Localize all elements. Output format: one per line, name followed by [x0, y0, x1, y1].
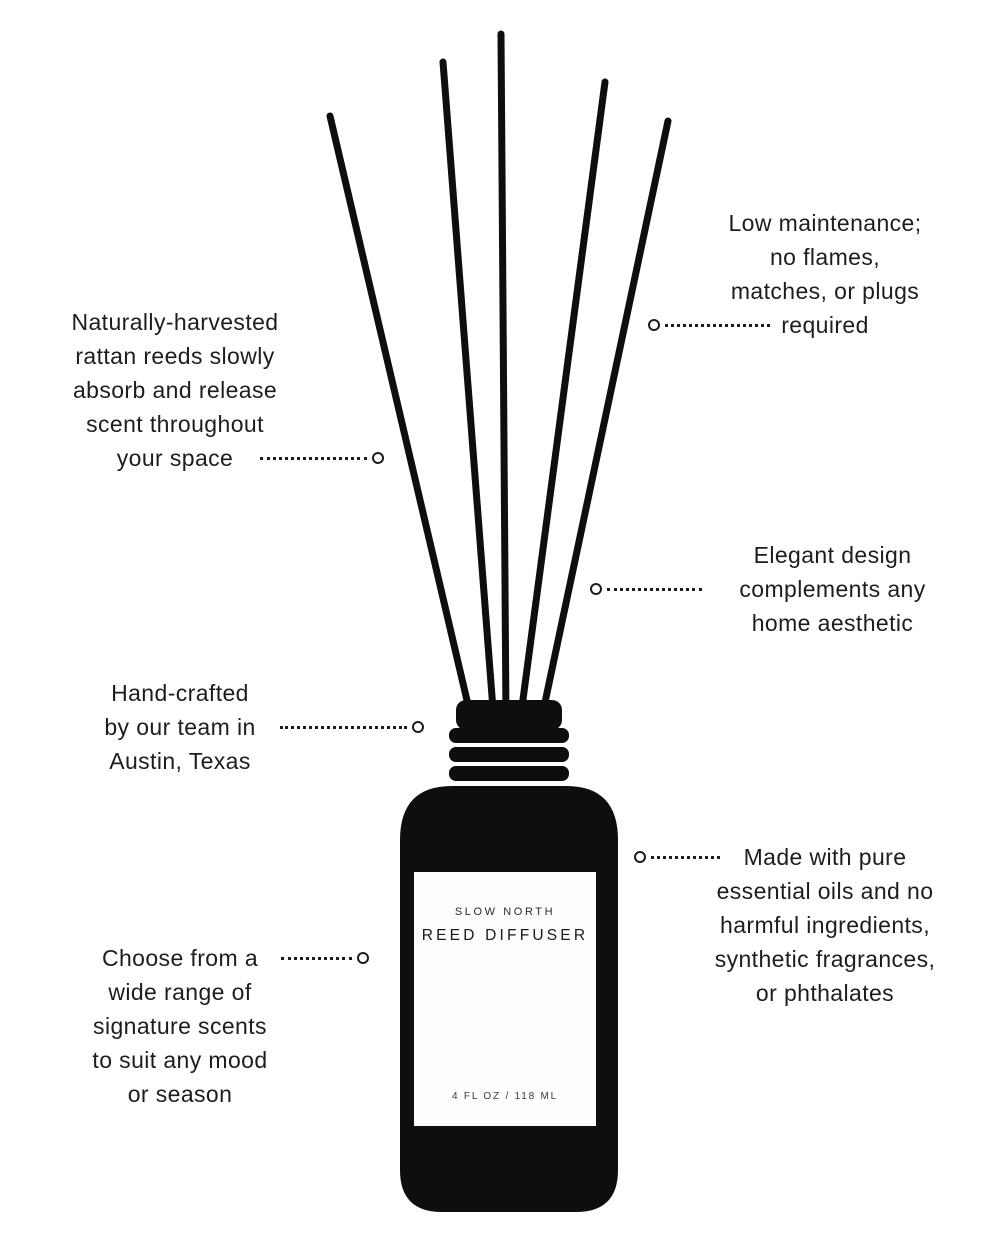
annotation-made-with: Made with pure essential oils and no har… — [714, 844, 936, 1006]
leader-line-made-with — [651, 855, 720, 859]
leader-hand-crafted — [280, 720, 424, 734]
brand-name: SLOW NORTH — [454, 906, 556, 918]
reed-stick — [497, 30, 510, 724]
leader-line-hand-crafted — [280, 725, 407, 729]
bottle-neck-thread — [449, 747, 569, 762]
annotation-hand-crafted: Hand-crafted by our team in Austin, Texa… — [104, 680, 256, 774]
connector-dot-naturally-harvested — [372, 452, 384, 464]
leader-line-elegant-design — [607, 587, 702, 591]
product-name: REED DIFFUSER — [421, 927, 589, 944]
reed-stick — [536, 117, 672, 730]
leader-elegant-design — [590, 582, 702, 596]
annotation-choose-from: Choose from a wide range of signature sc… — [92, 945, 268, 1107]
annotation-naturally-harvested: Naturally-harvested rattan reeds slowly … — [71, 309, 279, 471]
annotation-low-maintenance: Low maintenance; no flames, matches, or … — [728, 210, 922, 338]
leader-choose-from — [281, 951, 369, 965]
connector-dot-elegant-design — [590, 583, 602, 595]
reed-stick — [439, 58, 498, 726]
bottle-lip — [456, 700, 562, 730]
leader-line-choose-from — [281, 956, 352, 960]
connector-dot-made-with — [634, 851, 646, 863]
bottle-neck-thread — [449, 728, 569, 743]
reed-stick — [326, 112, 477, 730]
connector-dot-choose-from — [357, 952, 369, 964]
annotation-elegant-design: Elegant design complements any home aest… — [739, 542, 926, 636]
leader-made-with — [634, 850, 720, 864]
bottle-label: SLOW NORTH REED DIFFUSER 4 FL OZ / 118 M… — [414, 872, 596, 1126]
connector-dot-low-maintenance — [648, 319, 660, 331]
reed-stick — [516, 78, 609, 726]
leader-line-low-maintenance — [665, 323, 770, 327]
leader-naturally-harvested — [260, 451, 384, 465]
connector-dot-hand-crafted — [412, 721, 424, 733]
leader-line-naturally-harvested — [260, 456, 367, 460]
leader-low-maintenance — [648, 318, 770, 332]
volume-text: 4 FL OZ / 118 ML — [451, 1091, 559, 1102]
reed-sticks — [326, 30, 672, 730]
bottle-neck-thread — [449, 766, 569, 781]
